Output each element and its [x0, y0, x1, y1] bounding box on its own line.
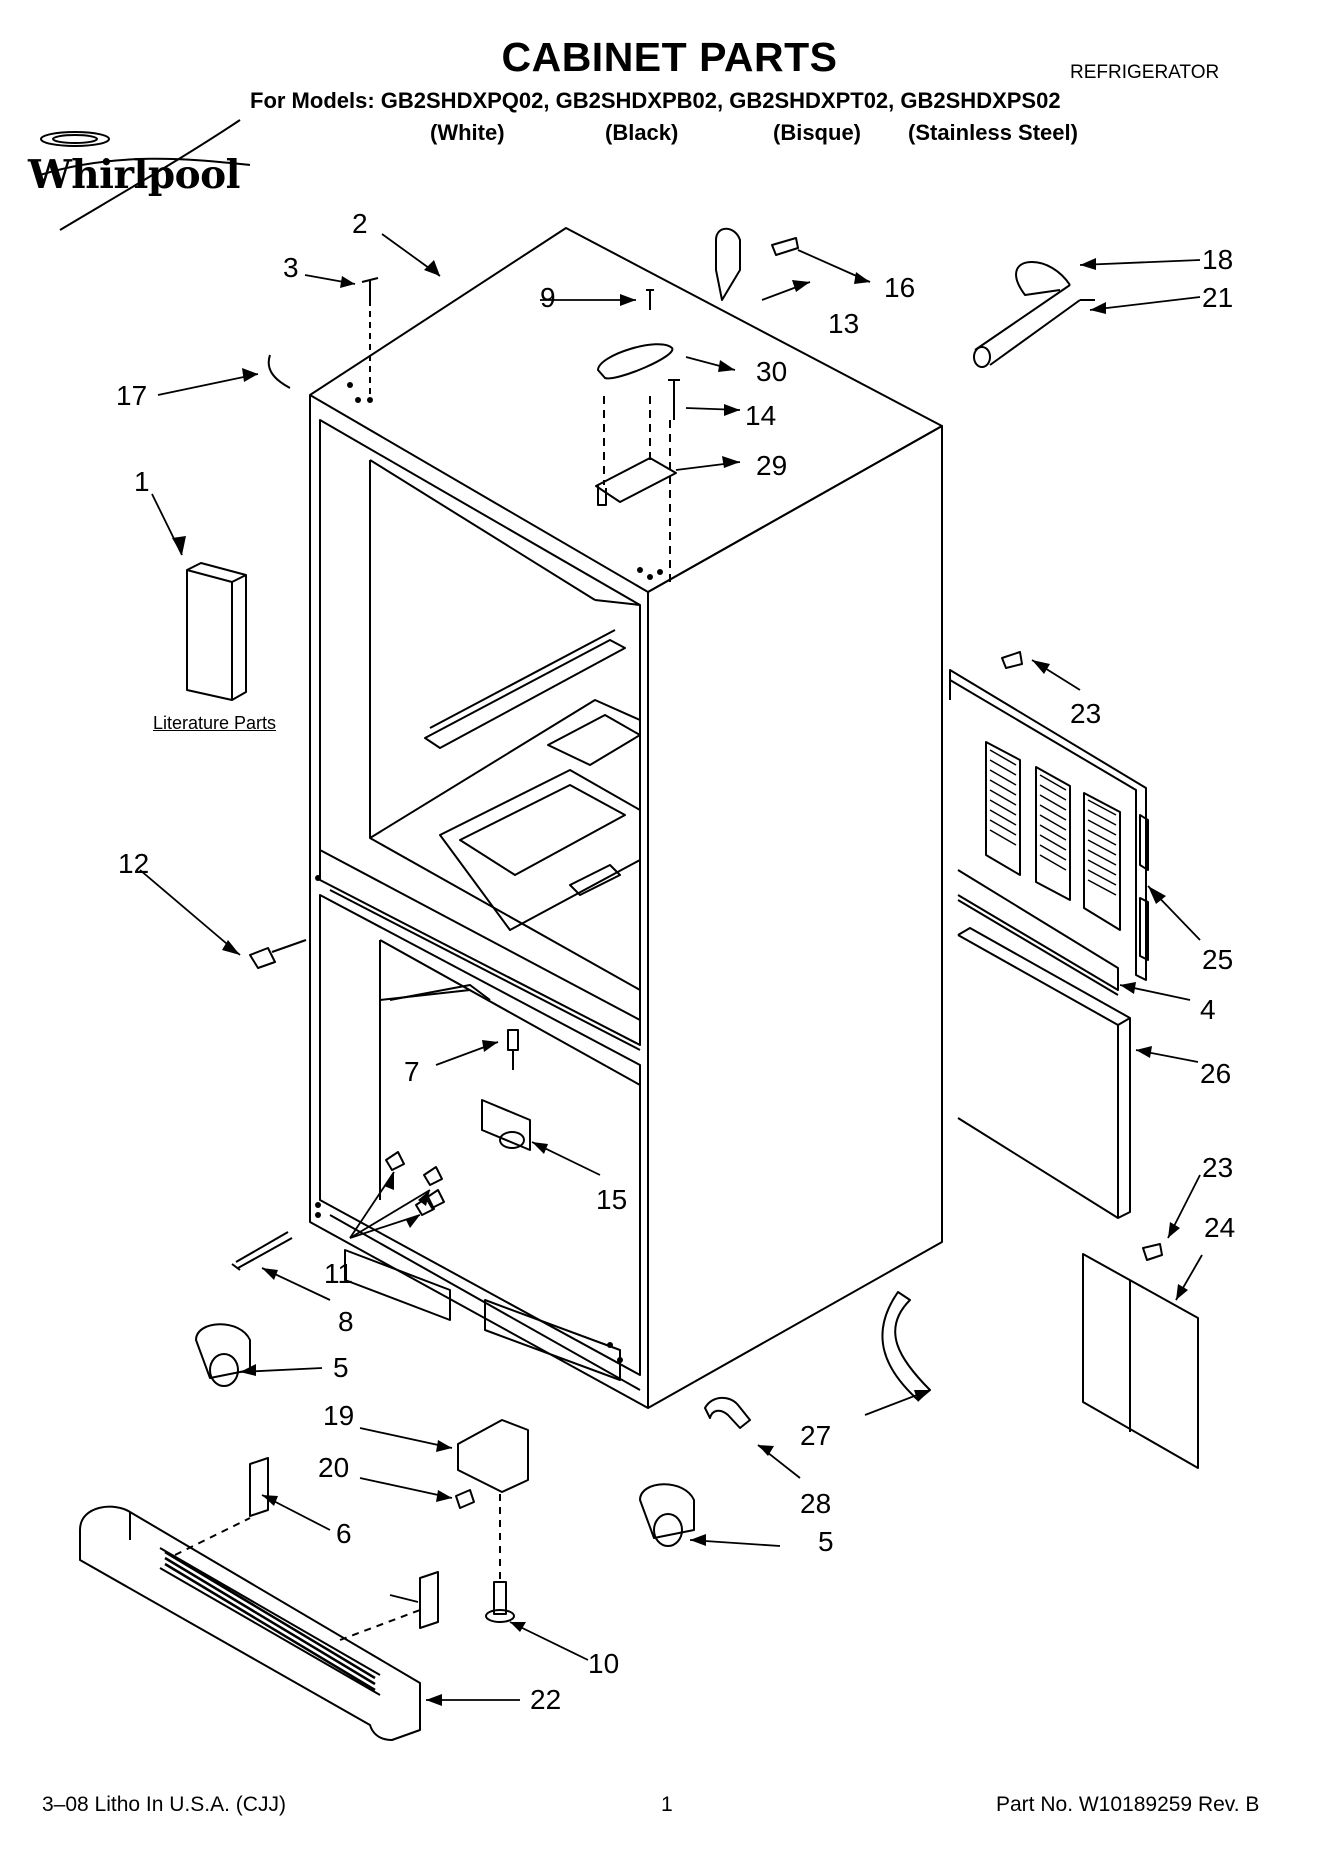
callout-15: 15: [596, 1184, 628, 1215]
caster-right: [639, 1483, 695, 1547]
callout-11: 11: [324, 1258, 354, 1289]
part-number: Part No. W10189259 Rev. B: [996, 1793, 1260, 1816]
page-number: 1: [661, 1793, 673, 1816]
callout-30: 30: [756, 356, 788, 387]
page-title: CABINET PARTS: [501, 34, 838, 80]
color-white: (White): [430, 120, 505, 145]
callout-5-right: 5: [818, 1526, 834, 1557]
callout-23-bottom: 23: [1202, 1152, 1234, 1183]
callout-9: 9: [540, 282, 556, 313]
callout-7: 7: [404, 1056, 420, 1087]
cabinet-shell: [309, 227, 943, 1409]
callout-18: 18: [1202, 244, 1234, 275]
callout-5-left: 5: [333, 1352, 349, 1383]
callout-23-top: 23: [1070, 698, 1102, 729]
caster-left: [195, 1323, 251, 1387]
callout-2: 2: [352, 208, 368, 239]
callout-3: 3: [283, 252, 299, 283]
callout-21: 21: [1202, 282, 1234, 313]
callout-20: 20: [318, 1452, 350, 1483]
callout-19: 19: [323, 1400, 355, 1431]
literature-parts-label: Literature Parts: [153, 713, 277, 733]
color-stainless: (Stainless Steel): [908, 120, 1078, 145]
callout-8: 8: [338, 1306, 354, 1337]
color-black: (Black): [605, 120, 679, 145]
callout-16: 16: [884, 272, 916, 303]
color-bisque: (Bisque): [773, 120, 861, 145]
callout-6: 6: [336, 1518, 352, 1549]
callout-13: 13: [828, 308, 860, 339]
callout-10: 10: [588, 1648, 620, 1679]
callout-26: 26: [1200, 1058, 1232, 1089]
callout-27: 27: [800, 1420, 832, 1451]
callout-25: 25: [1202, 944, 1234, 975]
callout-28: 28: [800, 1488, 832, 1519]
callout-29: 29: [756, 450, 788, 481]
callout-4: 4: [1200, 994, 1216, 1025]
literature-book: [186, 562, 247, 701]
print-info: 3–08 Litho In U.S.A. (CJJ): [42, 1793, 286, 1816]
callout-24: 24: [1204, 1212, 1236, 1243]
callout-17: 17: [116, 380, 148, 411]
access-panel: [949, 669, 1149, 981]
callout-12: 12: [118, 848, 150, 879]
models-line: For Models: GB2SHDXPQ02, GB2SHDXPB02, GB…: [250, 88, 1061, 113]
callout-1: 1: [134, 466, 150, 497]
appliance-category: REFRIGERATOR: [1070, 62, 1220, 83]
brand-swoosh-icon: [39, 119, 251, 231]
base-grille: [79, 1505, 421, 1741]
rear-panel: [957, 927, 1131, 1219]
callout-14: 14: [745, 400, 777, 431]
arrow-heads: [172, 258, 1188, 1706]
callout-22: 22: [530, 1684, 562, 1715]
